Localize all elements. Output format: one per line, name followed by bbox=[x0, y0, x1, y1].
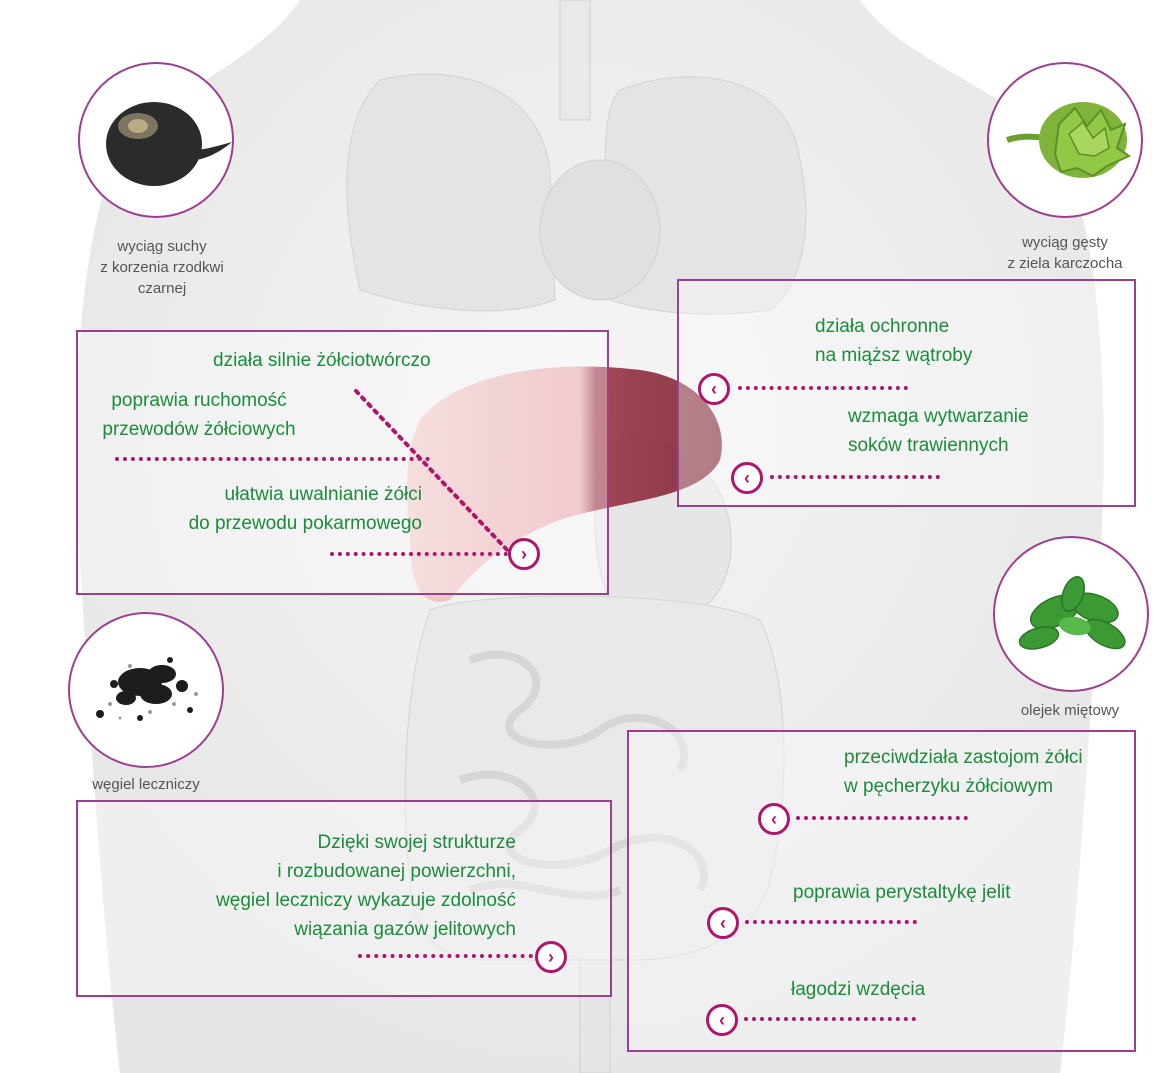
mint-leaves-icon bbox=[1018, 575, 1126, 650]
benefit-text: łagodzi wzdęcia bbox=[791, 979, 926, 1000]
benefit-text: poprawia perystaltykę jelit bbox=[793, 882, 1011, 903]
benefit-text: wzmaga wytwarzanie bbox=[848, 406, 1029, 427]
arrow-left-icon[interactable]: ‹ bbox=[706, 1004, 738, 1036]
label-line: z korzenia rzodkwi bbox=[100, 259, 224, 276]
benefit-text: działa silnie żółciotwórczo bbox=[213, 350, 431, 371]
rectum bbox=[579, 959, 611, 1073]
benefit-liver-protection: działa ochronne na miąższ wątroby bbox=[815, 312, 972, 370]
torso-shape bbox=[76, 0, 1104, 1073]
large-intestine bbox=[404, 595, 785, 961]
benefit-bloating-relief: łagodzi wzdęcia bbox=[791, 975, 925, 1004]
mint-benefits-box bbox=[627, 730, 1136, 1052]
benefit-text: i rozbudowanej powierzchni, bbox=[277, 861, 516, 882]
label-line: czarnej bbox=[137, 280, 187, 297]
arrow-left-icon[interactable]: ‹ bbox=[707, 907, 739, 939]
dotted-connector bbox=[358, 954, 533, 958]
benefit-text: przeciwdziała zastojom żółci bbox=[844, 747, 1083, 768]
benefit-text: węgiel leczniczy wykazuje zdolność bbox=[216, 890, 516, 911]
dotted-connector bbox=[744, 1017, 916, 1021]
black-radish-icon bbox=[106, 102, 232, 186]
charcoal-label: węgiel leczniczy bbox=[56, 774, 236, 795]
benefit-bile-release: ułatwia uwalnianie żółci do przewodu pok… bbox=[140, 480, 422, 538]
arrow-right-icon[interactable]: › bbox=[508, 538, 540, 570]
liver bbox=[407, 366, 722, 602]
benefit-gallbladder-stasis: przeciwdziała zastojom żółci w pęcherzyk… bbox=[844, 743, 1083, 801]
label-line: wyciąg suchy bbox=[117, 238, 207, 255]
arrow-left-icon[interactable]: ‹ bbox=[731, 462, 763, 494]
dotted-connector bbox=[330, 552, 508, 556]
mint-label: olejek miętowy bbox=[980, 700, 1160, 721]
benefit-bile-production: działa silnie żółciotwórczo bbox=[213, 346, 431, 375]
radish-image bbox=[78, 62, 234, 218]
arrow-left-icon[interactable]: ‹ bbox=[758, 803, 790, 835]
artichoke-icon bbox=[1006, 102, 1132, 178]
benefit-text: przewodów żółciowych bbox=[102, 419, 296, 440]
label-line: z ziela karczocha bbox=[1007, 255, 1123, 272]
dotted-connector bbox=[738, 386, 908, 390]
benefit-text: ułatwia uwalnianie żółci bbox=[224, 484, 423, 505]
radish-label: wyciąg suchy z korzenia rzodkwi czarnej bbox=[72, 236, 252, 299]
benefit-text: soków trawiennych bbox=[848, 435, 1009, 456]
charcoal-icon bbox=[96, 657, 198, 721]
mint-image bbox=[993, 536, 1149, 692]
diagonal-dotted-connector bbox=[354, 389, 512, 555]
dotted-connector bbox=[796, 816, 968, 820]
benefit-text: do przewodu pokarmowego bbox=[188, 513, 422, 534]
charcoal-image bbox=[68, 612, 224, 768]
benefit-text: działa ochronne bbox=[815, 316, 950, 337]
charcoal-benefits-box bbox=[76, 800, 612, 997]
left-lung bbox=[346, 73, 556, 312]
benefit-text: wiązania gazów jelitowych bbox=[294, 919, 516, 940]
arrow-left-icon[interactable]: ‹ bbox=[698, 373, 730, 405]
arrow-right-icon[interactable]: › bbox=[535, 941, 567, 973]
artichoke-benefits-box bbox=[677, 279, 1136, 507]
label-line: wyciąg gęsty bbox=[1022, 234, 1108, 251]
small-intestine bbox=[458, 650, 708, 900]
benefit-text: na miąższ wątroby bbox=[815, 345, 973, 366]
benefit-bile-duct-motility: poprawia ruchomość przewodów żółciowych bbox=[84, 386, 314, 444]
dotted-connector bbox=[115, 457, 430, 461]
benefit-text: poprawia ruchomość bbox=[111, 390, 287, 411]
artichoke-image bbox=[987, 62, 1143, 218]
label-line: olejek miętowy bbox=[1020, 702, 1120, 719]
benefit-text: Dzięki swojej strukturze bbox=[317, 832, 517, 853]
benefit-text: w pęcherzyku żółciowym bbox=[844, 776, 1054, 797]
trachea bbox=[559, 0, 591, 121]
artichoke-label: wyciąg gęsty z ziela karczocha bbox=[975, 232, 1155, 274]
dotted-connector bbox=[770, 475, 940, 479]
benefit-gas-binding: Dzięki swojej strukturze i rozbudowanej … bbox=[120, 828, 516, 944]
benefit-peristalsis: poprawia perystaltykę jelit bbox=[793, 878, 1011, 907]
heart bbox=[539, 159, 661, 301]
label-line: węgiel leczniczy bbox=[92, 776, 200, 793]
dotted-connector bbox=[745, 920, 917, 924]
benefit-digestive-juices: wzmaga wytwarzanie soków trawiennych bbox=[848, 402, 1029, 460]
